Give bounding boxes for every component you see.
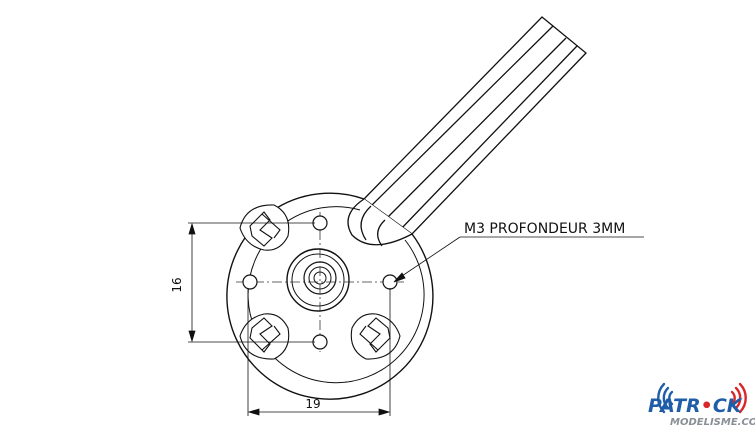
dimension-vertical	[188, 222, 315, 343]
mounting-holes	[242, 215, 398, 350]
logo-text-part1: PATR	[648, 395, 701, 417]
cable-outline	[363, 16, 587, 235]
vent-cutout-top-left	[239, 204, 290, 251]
dimension-value-horizontal: 19	[305, 397, 320, 411]
logo-figure-icon: •	[701, 395, 713, 417]
svg-text:PATR•CK: PATR•CK	[648, 395, 743, 417]
arrow-head	[188, 222, 196, 235]
mount-hole-left	[242, 274, 258, 290]
arrow-head	[378, 408, 391, 416]
cable-root-curve	[347, 198, 413, 246]
arrow-head	[393, 272, 406, 283]
motor-shaft	[286, 248, 350, 312]
arrow-head	[188, 330, 196, 343]
mount-hole-bottom	[312, 334, 328, 350]
shaft-boss-inner	[291, 253, 345, 307]
signal-waves-icon	[657, 382, 747, 414]
arrow-head	[247, 408, 260, 416]
cable-root-curve-inner	[360, 205, 372, 241]
brand-logo: PATR•CK MODELISME.COM	[648, 382, 755, 428]
callout-label: M3 PROFONDEUR 3MM	[464, 221, 625, 237]
dimension-value-vertical: 16	[170, 277, 184, 292]
center-lines	[236, 212, 404, 352]
mount-hole-top	[312, 215, 328, 231]
callout-leader	[393, 236, 644, 283]
vent-cutout-bottom-right	[350, 313, 401, 360]
cable-strand-line	[398, 45, 578, 232]
cable-strand-line	[384, 37, 567, 221]
vent-cutout-bottom-left	[239, 313, 290, 360]
cable-root-curve-inner	[377, 219, 386, 247]
cable-strand-line	[370, 25, 554, 207]
dimension-horizontal	[247, 288, 391, 416]
logo-text-part2: CK	[713, 395, 743, 417]
logo-subtitle: MODELISME.COM	[670, 417, 755, 428]
vent-cutouts	[239, 204, 401, 360]
cable-bundle	[347, 16, 587, 247]
shaft-boss-outer	[286, 248, 350, 312]
